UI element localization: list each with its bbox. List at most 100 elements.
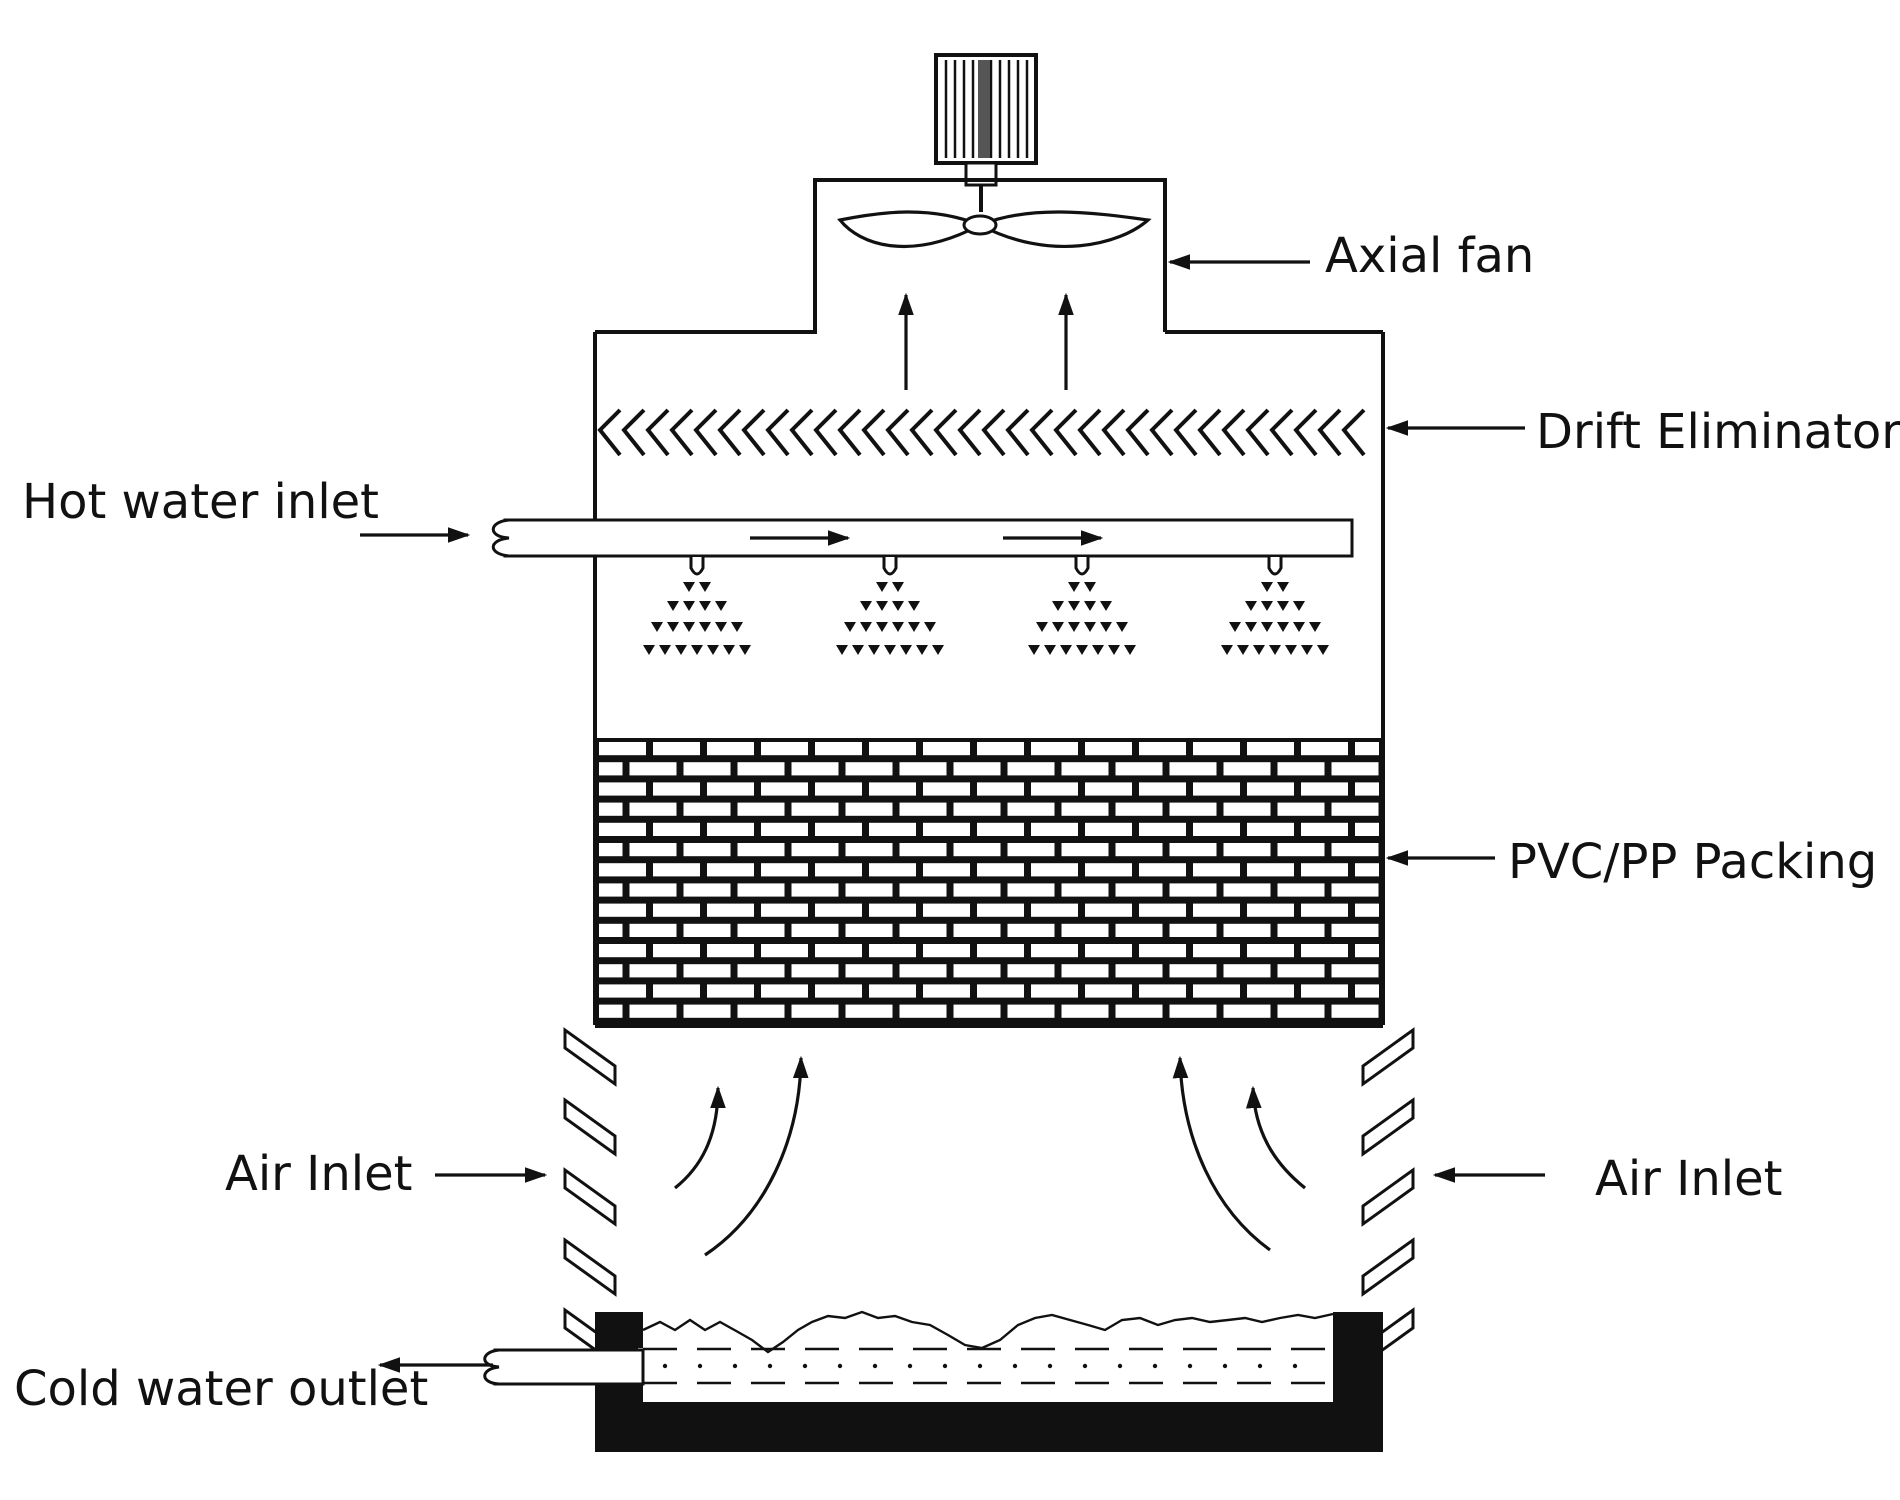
air-inlet-louvers [563, 1027, 1415, 1367]
packing-cell [869, 903, 916, 917]
water-droplet [699, 622, 711, 632]
louver-right [1361, 1097, 1415, 1157]
packing-cell [1031, 742, 1078, 756]
packing-cell [791, 923, 839, 937]
packing-cell [629, 843, 677, 857]
water-dot [1047, 1363, 1053, 1369]
water-droplet [1277, 601, 1289, 611]
water-droplet [1084, 582, 1096, 592]
water-droplet [1116, 622, 1128, 632]
packing-cell [653, 903, 700, 917]
packing-cell [1247, 782, 1294, 796]
packing-cell [923, 863, 970, 877]
packing-cell [1193, 782, 1240, 796]
packing-cell [1139, 984, 1186, 998]
water-droplet [1100, 622, 1112, 632]
water-dot [1187, 1363, 1193, 1369]
packing-cell [1301, 863, 1348, 877]
packing-cell [599, 984, 646, 998]
packing-cell [1061, 883, 1109, 897]
packing-cell [1061, 802, 1109, 816]
packing-cell [869, 782, 916, 796]
packing-cell [707, 742, 754, 756]
water-droplet [1044, 645, 1056, 655]
eliminator-blade [957, 408, 982, 457]
packing-cell [737, 923, 785, 937]
water-droplet [884, 645, 896, 655]
packing-cell [1031, 984, 1078, 998]
water-dot [942, 1363, 948, 1369]
louver-right [1361, 1027, 1415, 1087]
water-droplet [715, 601, 727, 611]
packing-cell [815, 822, 862, 836]
packing-cell [1031, 782, 1078, 796]
water-droplet [852, 645, 864, 655]
water-dot [837, 1363, 843, 1369]
louver-left [563, 1167, 617, 1227]
packing-cell [923, 782, 970, 796]
eliminator-blade [909, 408, 934, 457]
label-pvc-pp-packing: PVC/PP Packing [1508, 834, 1877, 890]
spray-nozzles [643, 557, 1329, 655]
packing-cell [1007, 1004, 1055, 1018]
packing-cell [791, 843, 839, 857]
packing-cell [707, 944, 754, 958]
eliminator-blade [1341, 408, 1366, 457]
eliminator-blade [693, 408, 718, 457]
packing-cell [629, 802, 677, 816]
eliminator-blade [933, 408, 958, 457]
water-droplet [860, 601, 872, 611]
packing-cell [1331, 1004, 1379, 1018]
packing-cell [1193, 863, 1240, 877]
packing-cell [899, 843, 947, 857]
packing-cell [899, 762, 947, 776]
eliminator-blade [981, 408, 1006, 457]
packing-cell [1007, 762, 1055, 776]
packing-cell [845, 883, 893, 897]
packing-cell [629, 964, 677, 978]
packing-cell [791, 802, 839, 816]
packing-cell [629, 883, 677, 897]
packing-cell [1355, 944, 1379, 958]
packing-cell [737, 843, 785, 857]
packing-cell [653, 944, 700, 958]
packing-cell [845, 843, 893, 857]
packing-cell [1247, 903, 1294, 917]
water-droplet [1028, 645, 1040, 655]
packing-cell [899, 1004, 947, 1018]
cold-water-basin [483, 1310, 1383, 1452]
water-droplet [683, 601, 695, 611]
packing-cell [599, 923, 623, 937]
eliminator-blade [1125, 408, 1150, 457]
water-droplet [723, 645, 735, 655]
water-droplet [1052, 622, 1064, 632]
water-dot [767, 1363, 773, 1369]
packing-cell [1061, 923, 1109, 937]
water-droplet [868, 645, 880, 655]
water-droplet [699, 582, 711, 592]
packing-cell [1301, 782, 1348, 796]
packing-cell [815, 742, 862, 756]
packing-cell [653, 984, 700, 998]
eliminator-blade [1005, 408, 1030, 457]
packing-cell [1301, 822, 1348, 836]
eliminator-blade [1149, 408, 1174, 457]
packing-cell [653, 822, 700, 836]
eliminator-blade [789, 408, 814, 457]
water-droplet [836, 645, 848, 655]
packing-cell [953, 843, 1001, 857]
packing-cell [683, 883, 731, 897]
packing-cell [599, 1004, 623, 1018]
packing-cell [1247, 984, 1294, 998]
packing-cell [1169, 843, 1217, 857]
packing-cell [869, 944, 916, 958]
packing-cell [815, 944, 862, 958]
packing-cell [977, 782, 1024, 796]
packing-cell [599, 742, 646, 756]
packing-cell [683, 1004, 731, 1018]
packing-cell [653, 863, 700, 877]
packing-cell [977, 944, 1024, 958]
water-droplet [1253, 645, 1265, 655]
packing-cell [1223, 964, 1271, 978]
water-droplet [892, 622, 904, 632]
